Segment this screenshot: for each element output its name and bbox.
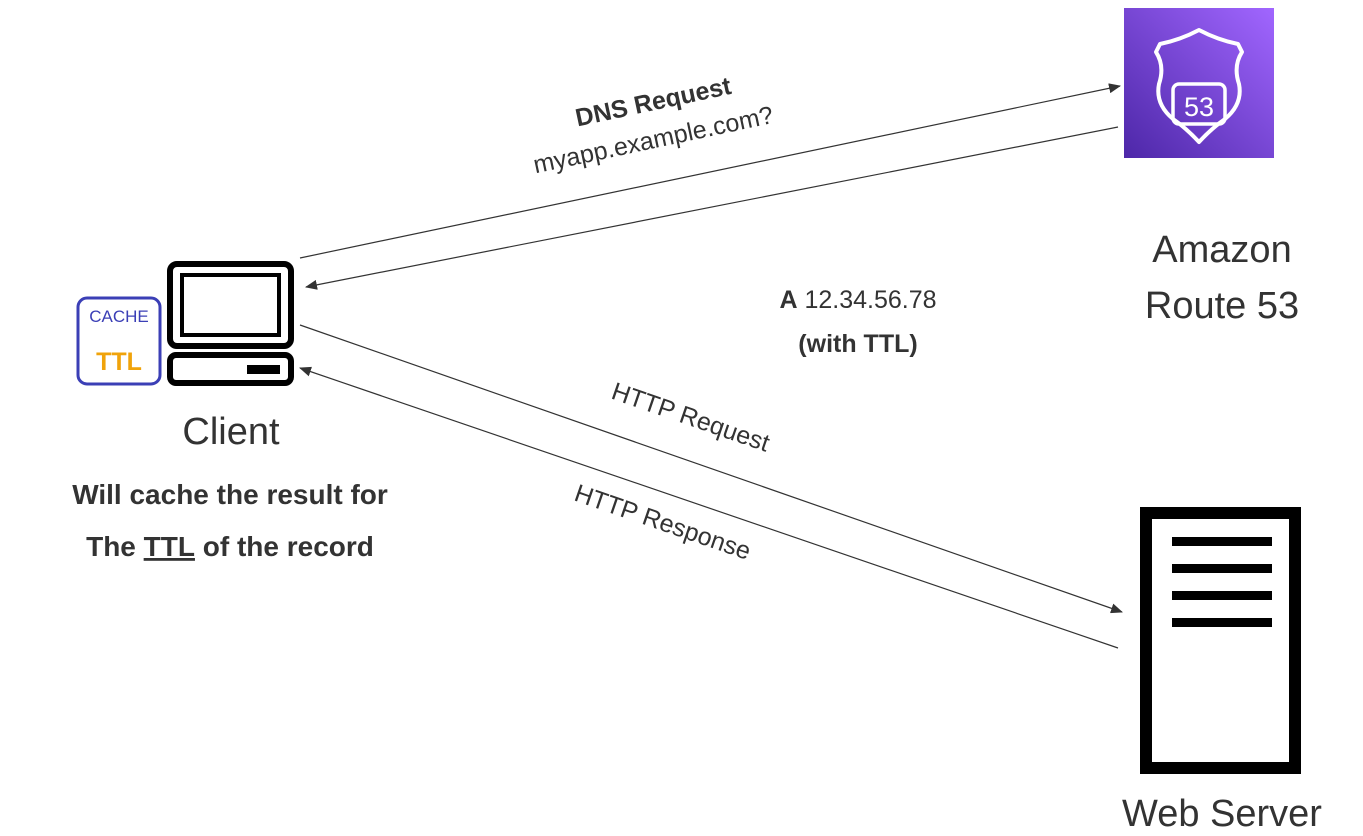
- ttl-badge-label: TTL: [96, 348, 142, 376]
- cache-note-line1: Will cache the result for: [72, 479, 388, 510]
- cache-badge-label: CACHE: [89, 307, 149, 326]
- web-server-label: Web Server: [1122, 793, 1322, 835]
- route53-icon: 53: [1124, 8, 1274, 158]
- route53-label-line1: Amazon: [1152, 229, 1291, 271]
- dns-response-note: (with TTL): [798, 330, 917, 358]
- cache-note-line2-pre: The: [86, 531, 144, 562]
- web-server-icon: [1140, 507, 1301, 774]
- dns-response-record: A 12.34.56.78: [779, 286, 936, 314]
- dns-response-record-type: A: [779, 286, 797, 314]
- computer-icon: [167, 261, 294, 386]
- dns-request-arrow: [299, 83, 1121, 259]
- dns-response-arrow: [305, 126, 1119, 290]
- dns-response-ip: 12.34.56.78: [804, 286, 936, 314]
- route53-icon-number: 53: [1184, 92, 1214, 122]
- cache-badge: CACHE TTL: [76, 296, 162, 386]
- http-request-arrow: [299, 324, 1123, 614]
- cache-note-line2-post: of the record: [195, 531, 374, 562]
- cache-note-ttl: TTL: [144, 531, 195, 562]
- http-response-arrow: [299, 366, 1119, 649]
- route53-label-line2: Route 53: [1145, 285, 1299, 327]
- http-request-label: HTTP Request: [608, 377, 773, 457]
- cache-note-line2: The TTL of the record: [86, 531, 374, 562]
- client-label: Client: [182, 411, 280, 453]
